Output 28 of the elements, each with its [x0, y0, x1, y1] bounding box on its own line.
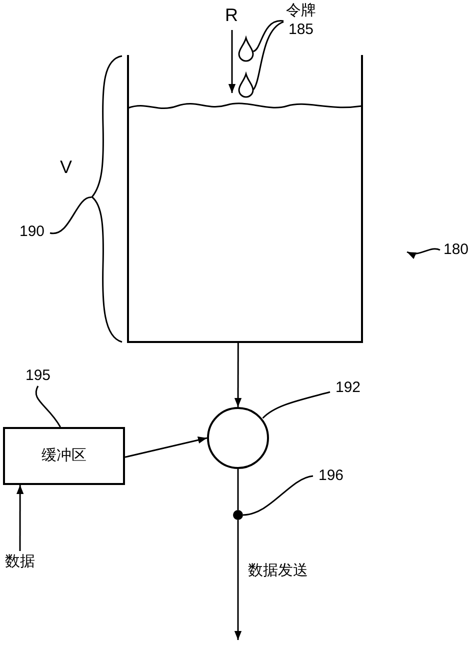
reference-label: 180 — [440, 240, 472, 260]
leader-line — [242, 475, 314, 516]
leader-line — [35, 386, 61, 428]
arrow — [124, 436, 208, 458]
arrow — [234, 520, 242, 640]
buffer-box: 缓冲区 — [3, 427, 125, 485]
arrow — [406, 248, 440, 258]
arrow — [234, 343, 242, 407]
reference-label: 195 — [20, 366, 56, 386]
letter-label: V — [60, 158, 72, 176]
leader-line — [252, 21, 284, 90]
leader-line — [50, 196, 92, 234]
reference-label: 190 — [14, 222, 50, 242]
reference-label: 192 — [330, 378, 366, 398]
token-drop — [238, 73, 254, 97]
curly-brace — [90, 55, 124, 343]
letter-label: R — [225, 6, 238, 24]
merge-circle — [207, 407, 269, 469]
reference-label: 196 — [313, 466, 349, 486]
arrow — [16, 485, 24, 551]
connector-line — [237, 469, 239, 510]
token-drop — [238, 37, 254, 61]
container-tank — [127, 55, 363, 343]
reference-label: 数据 — [0, 551, 40, 573]
junction-dot — [233, 510, 243, 520]
leader-line — [252, 20, 284, 52]
leader-line — [262, 391, 330, 419]
reference-label: 令牌 185 — [278, 0, 324, 42]
